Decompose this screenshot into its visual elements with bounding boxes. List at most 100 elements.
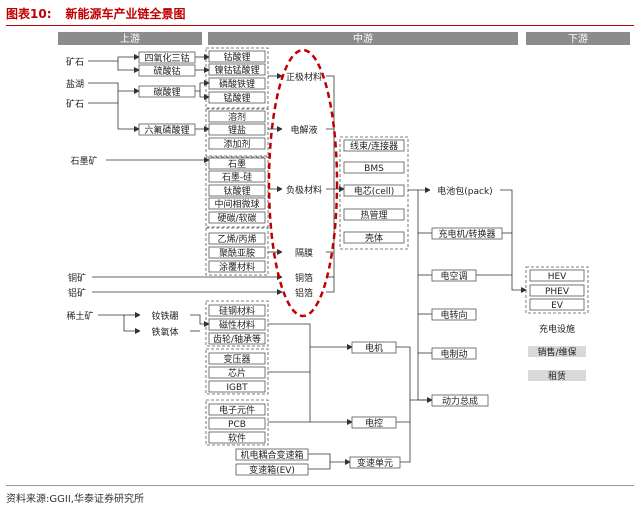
node-thermal: 热管理 <box>343 208 405 221</box>
connector-line <box>88 91 119 104</box>
source-rule <box>6 485 634 486</box>
node-motor: 电机 <box>351 341 397 354</box>
node-label: 铝箔 <box>295 287 313 299</box>
connector-line <box>98 314 141 334</box>
node-label: 电子元件 <box>219 404 255 416</box>
node-label: 钛酸锂 <box>223 185 250 197</box>
node-saltlake: 盐湖 <box>62 78 88 90</box>
group-container <box>205 47 269 109</box>
node-label: 涂覆材料 <box>219 261 255 273</box>
node-ore2: 矿石 <box>62 98 88 110</box>
connector-line <box>396 400 411 423</box>
node-harness: 线束/连接器 <box>343 139 405 152</box>
node-trans-unit: 变速单元 <box>349 456 401 469</box>
node-label: 电转向 <box>440 309 467 321</box>
node-label: 聚酰亚胺 <box>219 247 255 259</box>
node-label: PCB <box>228 420 246 430</box>
node-brake: 电制动 <box>431 347 477 360</box>
node-label: 稀土矿 <box>66 310 93 322</box>
node-label: 软件 <box>228 432 246 444</box>
node-si-graphite: 石墨-硅 <box>208 170 266 183</box>
group-container <box>205 348 269 395</box>
node-electrolyte: 电解液 <box>282 124 326 136</box>
connector-line <box>117 103 140 132</box>
node-cell: 电芯(cell) <box>343 184 405 197</box>
node-label: 隔膜 <box>295 248 313 259</box>
connector-line <box>88 54 140 62</box>
node-ferrite: 铁氧体 <box>140 326 190 338</box>
node-lipf6: 六氟磷酸锂 <box>138 123 196 136</box>
node-pi: 聚酰亚胺 <box>208 246 266 259</box>
node-cu-foil: 铜箔 <box>282 272 326 284</box>
connector-line <box>396 346 433 403</box>
node-ndfeb: 钕铁硼 <box>140 310 190 322</box>
node-graphite: 石墨 <box>208 157 266 170</box>
node-co3o4: 四氧化三钴 <box>138 51 196 64</box>
node-label: 六氟磷酸锂 <box>144 124 189 136</box>
node-lmo: 锰酸锂 <box>208 91 266 104</box>
node-label: 电控 <box>365 417 383 429</box>
node-solvent: 溶剂 <box>208 110 266 123</box>
node-elec-comp: 电子元件 <box>208 403 266 416</box>
node-pe-pp: 乙烯/丙烯 <box>208 232 266 245</box>
node-label: 芯片 <box>228 367 246 379</box>
connector-line <box>88 82 140 94</box>
node-label: 动力总成 <box>442 395 478 407</box>
title-rule <box>6 25 634 26</box>
group-container <box>205 156 269 228</box>
node-copper-ore: 铜矿 <box>62 272 92 284</box>
node-ore1: 矿石 <box>62 56 88 68</box>
node-steering: 电转向 <box>431 308 477 321</box>
group-container <box>205 108 269 157</box>
node-co-acid: 钴酸锂 <box>208 50 266 63</box>
node-label: 锰酸锂 <box>223 92 250 104</box>
node-ecu: 电控 <box>351 416 397 429</box>
node-shell: 壳体 <box>343 231 405 244</box>
node-hard-carbon: 硬碳/软碳 <box>208 211 266 224</box>
node-label: 负极材料 <box>286 184 322 196</box>
node-mcmb: 中间相微球 <box>208 197 266 210</box>
node-label: 乙烯/丙烯 <box>217 233 256 245</box>
node-label: 石墨矿 <box>70 155 97 167</box>
node-label: 石墨-硅 <box>222 171 252 183</box>
node-lfp: 磷酸铁锂 <box>208 77 266 90</box>
connector-line <box>500 189 527 293</box>
connector-line <box>190 314 210 327</box>
connector-line <box>417 190 432 401</box>
connector-line <box>199 91 210 100</box>
node-lease: 租赁 <box>528 370 586 382</box>
node-hev: HEV <box>529 269 585 282</box>
group-container <box>205 227 269 276</box>
node-gear: 齿轮/轴承等 <box>208 332 266 345</box>
node-label: 热管理 <box>360 209 387 221</box>
node-label: 添加剂 <box>223 138 250 150</box>
node-label: 磁性材料 <box>219 319 255 331</box>
node-label: 变压器 <box>223 353 250 365</box>
node-al-ore: 铝矿 <box>62 287 92 299</box>
connector-line <box>326 75 335 293</box>
connector-line <box>268 323 353 350</box>
node-ac: 电空调 <box>431 269 477 282</box>
node-charger: 充电机/转换器 <box>431 227 503 240</box>
highlight-ellipse <box>267 48 339 318</box>
node-label: 线束/连接器 <box>350 140 398 152</box>
node-magnetic: 磁性材料 <box>208 318 266 331</box>
node-anode: 负极材料 <box>282 184 326 196</box>
node-igbt: IGBT <box>208 380 266 393</box>
node-pack: 电池包(pack) <box>430 185 500 197</box>
node-label: 铜矿 <box>68 272 86 284</box>
node-label: HEV <box>548 272 567 282</box>
node-coso4: 硫酸钴 <box>138 64 196 77</box>
figure-label: 图表10: <box>6 7 52 21</box>
connector-line <box>195 80 210 92</box>
section-header-label: 上游 <box>120 32 140 45</box>
node-label: 碳酸锂 <box>153 86 180 98</box>
node-label: 硫酸钴 <box>153 65 180 77</box>
node-label: 变速箱(EV) <box>249 464 295 476</box>
node-separator: 隔膜 <box>282 247 326 259</box>
node-ev: EV <box>529 298 585 311</box>
group-container <box>205 399 269 446</box>
node-label: BMS <box>364 164 384 174</box>
node-label: PHEV <box>545 287 570 297</box>
